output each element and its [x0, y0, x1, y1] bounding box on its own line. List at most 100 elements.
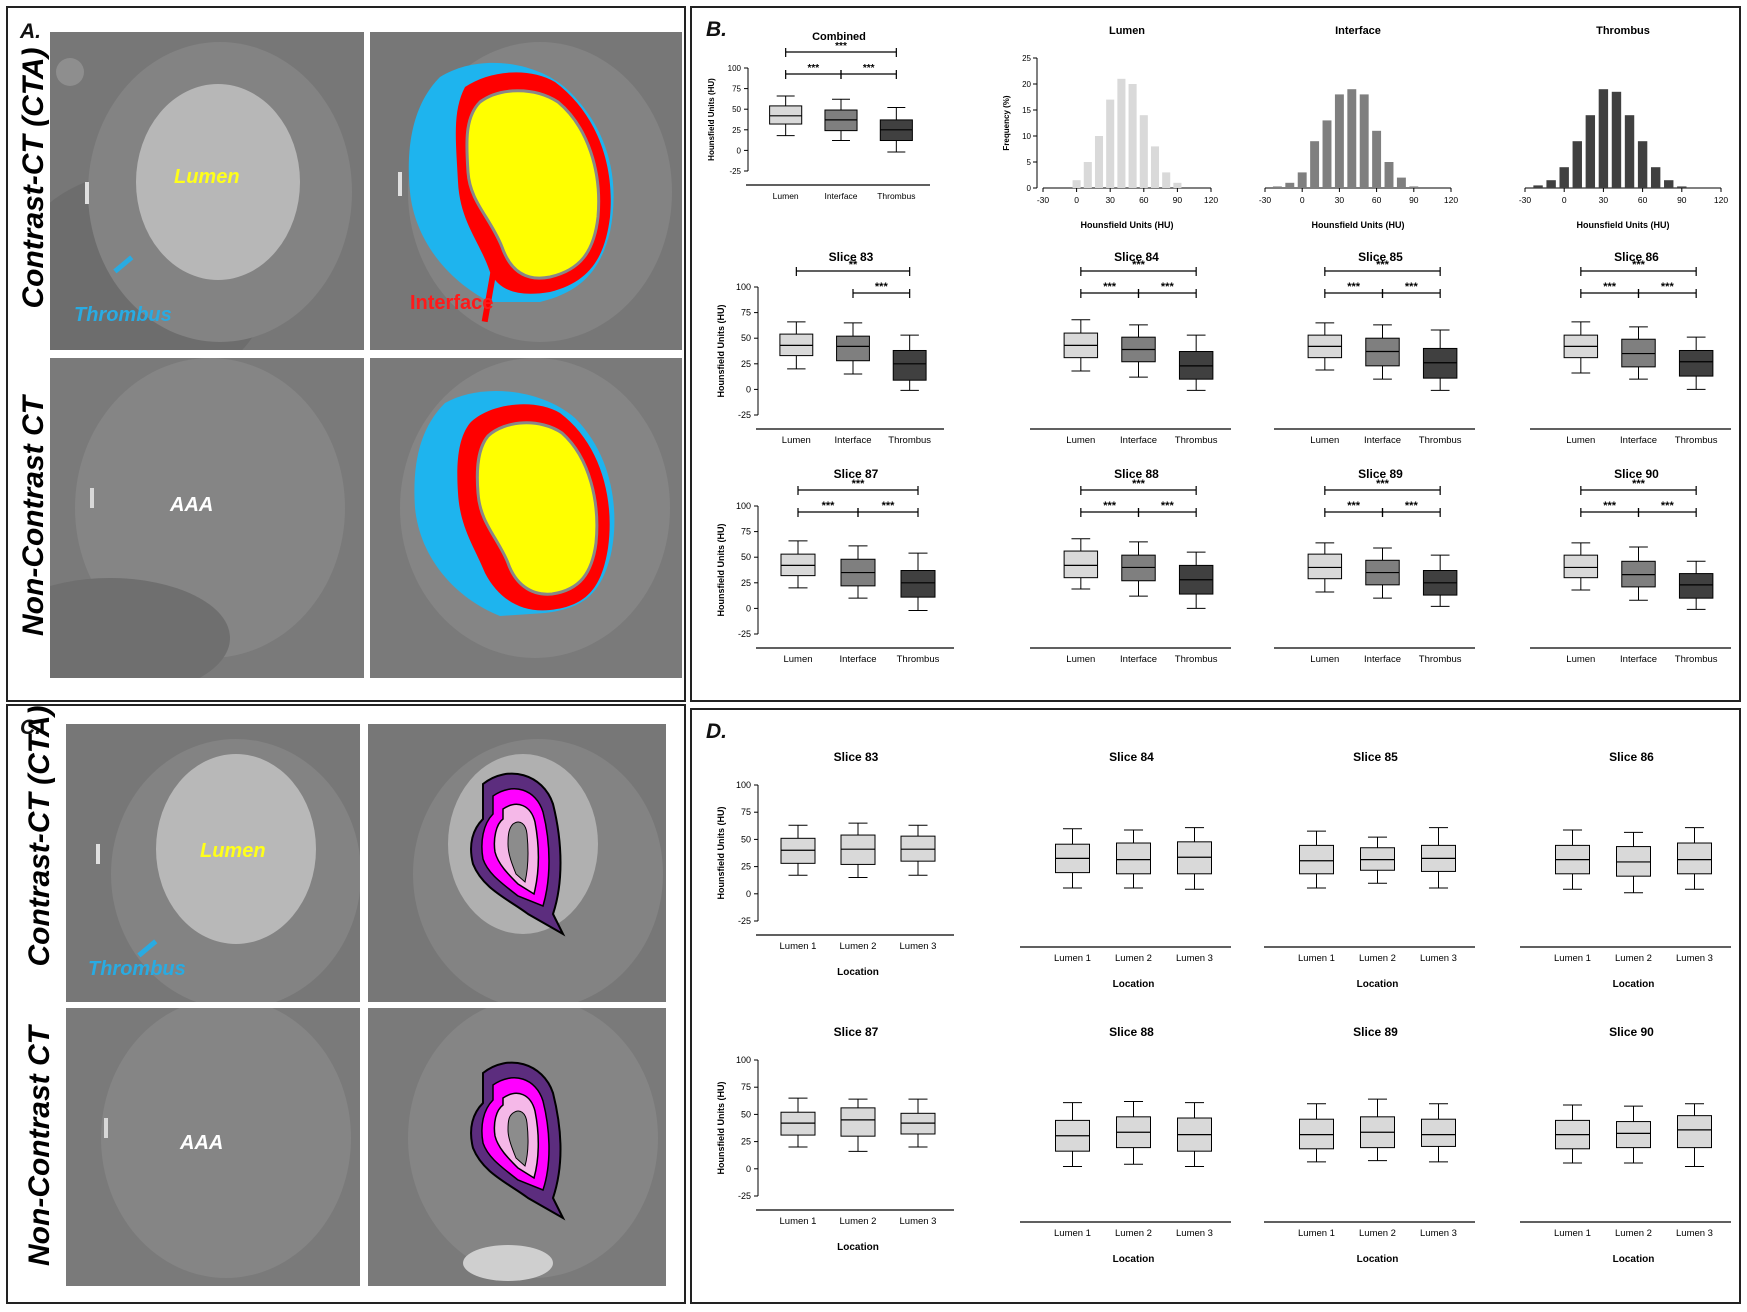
x-tick-label: Thrombus [1175, 654, 1218, 665]
significance-bracket: *** [857, 500, 919, 517]
histogram-bar [1297, 172, 1307, 188]
significance-label: *** [1347, 500, 1361, 512]
chart-title: Slice 86 [1614, 250, 1659, 264]
box-lumen [1307, 542, 1343, 593]
significance-label: *** [1603, 500, 1617, 512]
significance-label: *** [1132, 478, 1146, 490]
box-interface [1365, 324, 1400, 380]
x-tick-label: -30 [1519, 195, 1532, 205]
y-tick-label: -25 [738, 1191, 751, 1201]
y-tick-label: 100 [736, 501, 751, 511]
histogram-bar [1677, 186, 1687, 188]
x-tick-label: 30 [1599, 195, 1609, 205]
box-lumen-2 [1116, 1100, 1151, 1165]
x-tick-label: Lumen 3 [900, 1216, 937, 1227]
box-iqr [892, 349, 927, 381]
box-iqr [1616, 1121, 1651, 1149]
x-tick-label: 90 [1677, 195, 1687, 205]
x-tick-label: Thrombus [1675, 654, 1718, 665]
x-tick-label: Lumen 1 [1054, 953, 1091, 964]
box-iqr [1678, 573, 1714, 599]
significance-bracket: *** [840, 63, 897, 79]
box-thrombus [1678, 560, 1714, 610]
box-thrombus [1422, 329, 1458, 391]
box-lumen-3 [1177, 1102, 1212, 1168]
significance-label: *** [1661, 281, 1675, 293]
x-tick-label: Interface [1120, 654, 1157, 665]
histogram-bar [1272, 186, 1282, 188]
y-tick-label: 20 [1022, 80, 1031, 89]
significance-bracket: *** [1324, 500, 1384, 517]
histogram-bar [1334, 94, 1344, 188]
significance-bracket: *** [1324, 259, 1441, 276]
box-lumen-1 [780, 824, 816, 876]
box-thrombus [1178, 334, 1214, 391]
box-interface [840, 545, 876, 599]
histogram-bar [1359, 94, 1369, 188]
box-thrombus [1422, 554, 1458, 607]
box-iqr [836, 335, 870, 362]
histogram-bar [1072, 180, 1081, 188]
histogram-bar [1637, 141, 1648, 188]
y-tick-label: 0 [737, 146, 742, 155]
significance-label: *** [835, 41, 847, 52]
y-tick-label: -25 [738, 410, 751, 420]
x-axis-title: Location [1357, 979, 1399, 990]
x-tick-label: -30 [1259, 195, 1272, 205]
x-tick-label: Lumen 2 [1615, 1228, 1652, 1239]
y-tick-label: 25 [741, 578, 751, 588]
histogram-bar [1162, 172, 1171, 188]
box-iqr [900, 570, 936, 598]
significance-bracket: *** [797, 500, 859, 517]
chart-title: Slice 84 [1109, 750, 1154, 764]
box-lumen-3 [1421, 1103, 1456, 1163]
chart-title: Interface [1335, 25, 1381, 37]
significance-bracket: *** [1580, 259, 1697, 276]
y-tick-label: 100 [736, 282, 751, 292]
chart-title: Slice 89 [1353, 1025, 1398, 1039]
histogram-bar [1384, 162, 1394, 188]
x-axis-title: Location [837, 967, 879, 978]
box-interface [1621, 326, 1656, 380]
y-axis-title: Hounsfield Units (HU) [707, 78, 716, 161]
significance-bracket: *** [1137, 500, 1197, 517]
interface-label: Interface [410, 292, 494, 314]
x-tick-label: Lumen 1 [1054, 1228, 1091, 1239]
x-tick-label: 30 [1335, 195, 1345, 205]
y-tick-label: 50 [741, 834, 751, 844]
y-tick-label: 25 [741, 862, 751, 872]
histogram-bar [1372, 130, 1382, 188]
x-tick-label: Interface [1364, 435, 1401, 446]
box-thrombus [900, 552, 936, 611]
y-tick-label: -25 [738, 629, 751, 639]
box-interface [1121, 324, 1156, 378]
ct-image-noncontrast: AAA [50, 358, 364, 678]
x-tick-label: Thrombus [888, 435, 931, 446]
significance-label: *** [875, 281, 889, 293]
box-iqr [1307, 553, 1343, 580]
x-tick-label: Lumen 1 [1554, 1228, 1591, 1239]
box-interface [836, 322, 870, 375]
box-lumen-3 [1677, 1103, 1712, 1168]
y-tick-label: 25 [741, 1137, 751, 1147]
x-axis-title: Hounsfield Units (HU) [1577, 220, 1670, 230]
box-lumen [1307, 322, 1343, 371]
y-tick-label: 100 [728, 64, 742, 73]
histogram-bar [1094, 136, 1104, 188]
significance-label: *** [1132, 259, 1146, 271]
box-lumen [1563, 542, 1599, 591]
chart-title: Slice 87 [834, 1025, 879, 1039]
y-tick-label: 0 [746, 384, 751, 394]
y-tick-label: 50 [741, 552, 751, 562]
significance-label: *** [852, 478, 866, 490]
box-lumen [779, 321, 814, 370]
x-tick-label: Lumen 2 [1115, 1228, 1152, 1239]
